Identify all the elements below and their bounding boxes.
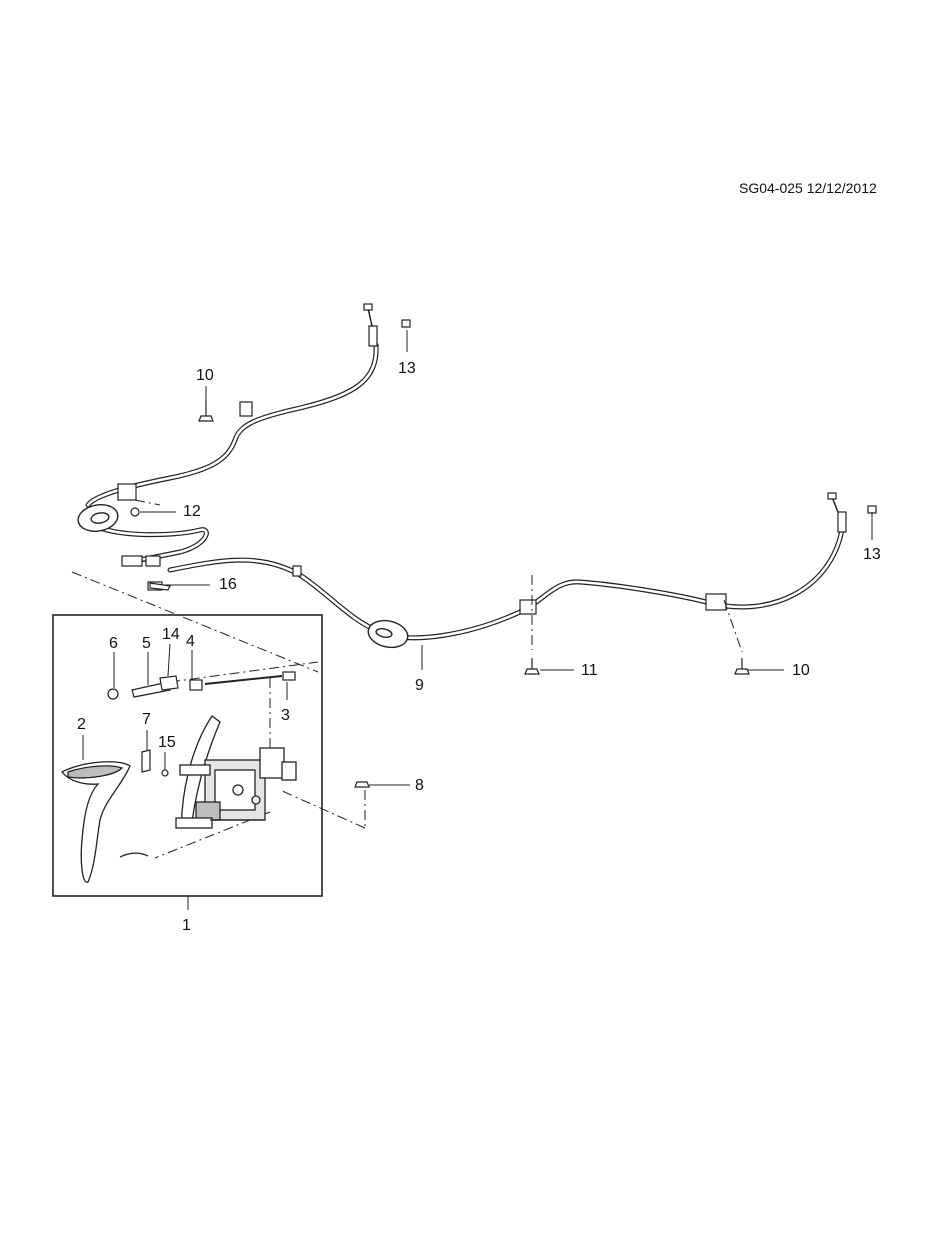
- callout-13-nut-right: 13: [863, 546, 881, 563]
- callout-12-nut: 12: [183, 503, 201, 520]
- callout-5-sleeve: 5: [142, 635, 151, 652]
- cable-grommet-left: [77, 504, 119, 532]
- callout-4-connector: 4: [186, 633, 195, 650]
- callout-13-nut-upper: 13: [398, 360, 416, 377]
- callout-14-bushing: 14: [162, 626, 180, 643]
- fasteners: [130, 319, 877, 788]
- adjuster-parts: [107, 671, 296, 777]
- cable-grommet-right: [367, 619, 409, 649]
- callout-8-nut: 8: [415, 777, 424, 794]
- callout-15-clip: 15: [158, 734, 176, 751]
- lever-handle: [61, 761, 149, 883]
- callout-2-handle: 2: [77, 716, 86, 733]
- callout-6-nut: 6: [109, 635, 118, 652]
- callout-10-bolt-upper: 10: [196, 367, 214, 384]
- lever-mechanism: [175, 715, 297, 829]
- document-id-stamp: SG04-025 12/12/2012: [739, 180, 877, 196]
- callout-16-clip: 16: [219, 576, 237, 593]
- callout-10-bolt-right: 10: [792, 662, 810, 679]
- right-rear-brake-cable: [167, 492, 847, 641]
- leader-lines: [82, 330, 873, 910]
- callout-9-cable: 9: [415, 677, 424, 694]
- left-rear-brake-cable: [85, 303, 379, 565]
- callout-11-bolt: 11: [581, 662, 598, 679]
- callout-3-rod: 3: [281, 707, 290, 724]
- callout-1-lever-assembly: 1: [182, 917, 191, 934]
- callout-7-pin: 7: [142, 711, 151, 728]
